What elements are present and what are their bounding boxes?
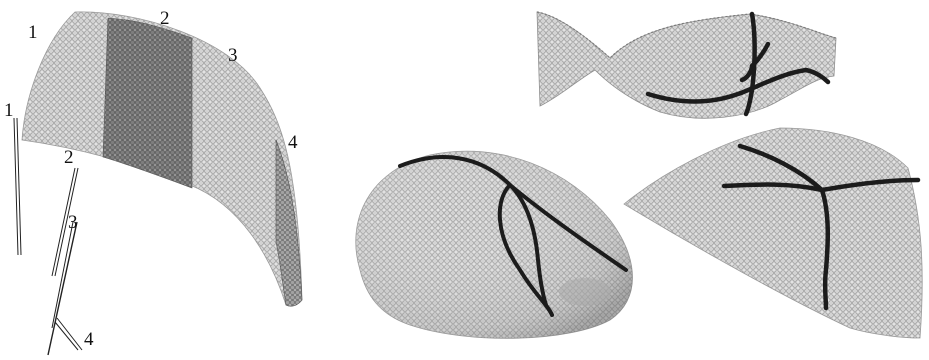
panel-folded-shell <box>356 151 633 338</box>
rod-label-3: 3 <box>68 212 78 233</box>
panel-dome <box>624 128 922 338</box>
band-label-3: 3 <box>228 45 238 66</box>
rod-label-2: 2 <box>64 147 74 168</box>
panel-curved-strip: 1 2 3 4 1 2 3 4 <box>4 8 302 355</box>
band-label-2: 2 <box>160 8 170 29</box>
band-label-4: 4 <box>288 132 298 153</box>
band-label-1: 1 <box>28 22 38 43</box>
rod-label-4: 4 <box>84 329 94 350</box>
panel-saddle <box>537 12 836 118</box>
rod-4 <box>55 322 78 350</box>
strip-band-2 <box>103 18 192 188</box>
rod-label-1: 1 <box>4 100 14 121</box>
shell-dimple <box>559 278 611 306</box>
